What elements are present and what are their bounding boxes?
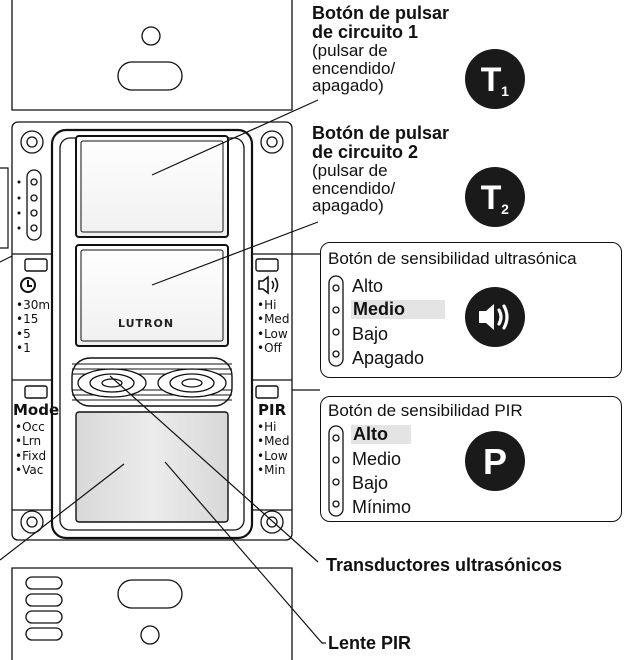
timeout-button — [24, 258, 48, 272]
circuit-1-button[interactable] — [75, 135, 229, 238]
wallplate-top-slot — [117, 61, 183, 91]
sound-option-med: •Med — [257, 312, 290, 327]
timeout-option-15: •15 — [16, 312, 39, 327]
mode-option-lrn: •Lrn — [15, 434, 42, 449]
timeout-option-5: •5 — [16, 326, 31, 341]
pir-option-med: •Med — [257, 434, 290, 449]
ultrasonic-led-bar — [328, 275, 344, 367]
pir-title: Botón de sensibilidad PIR — [328, 401, 523, 420]
wallplate-top — [11, 0, 293, 111]
sound-option-low: •Low — [257, 326, 288, 341]
mode-option-vac: •Vac — [15, 463, 44, 478]
callout-circuit-1-desc-2: encendido/ — [312, 58, 396, 78]
ultrasonic-level-alto: Alto — [352, 276, 384, 296]
pir-label: PIR — [258, 401, 287, 419]
leader-circuit-2 — [151, 221, 319, 286]
svg-text:P: P — [483, 441, 507, 482]
wallplate-bottom-slot — [117, 579, 183, 609]
ultrasonic-level-apagado: Apagado — [352, 348, 425, 368]
mode-option-occ: •Occ — [15, 420, 45, 434]
callout-circuit-1-desc-3: apagado) — [312, 76, 384, 96]
callout-circuit-2-title-2: de circuito 2 — [312, 141, 419, 162]
wallplate-top-screw-hole — [141, 26, 161, 46]
transducer-right — [157, 368, 227, 398]
leader-transducers — [109, 375, 319, 563]
pir-level-bajo: Bajo — [352, 473, 389, 493]
ultrasonic-sensitivity-button — [255, 258, 279, 272]
leader-circuit-1 — [151, 99, 319, 176]
pir-level-alto: Alto — [351, 425, 411, 444]
mode-button — [24, 385, 48, 399]
timeout-option-30m: •30m — [16, 298, 51, 312]
timeout-option-1: •1 — [16, 341, 31, 356]
led-bar-left — [26, 169, 42, 241]
sound-option-hi: •Hi — [257, 298, 277, 312]
circuit-2-button[interactable] — [75, 244, 229, 347]
pir-lens — [75, 411, 229, 523]
pir-option-hi: •Hi — [257, 420, 277, 434]
brand-label: LUTRON — [118, 317, 175, 330]
svg-text:T: T — [481, 61, 502, 99]
svg-text:1: 1 — [501, 83, 509, 99]
pir-option-min: •Min — [257, 463, 286, 478]
circuit-1-icon: T 1 — [465, 49, 525, 109]
ultrasonic-speaker-icon — [465, 287, 525, 347]
screw-top-left — [20, 130, 44, 154]
ultrasonic-transducers — [71, 357, 233, 407]
ultrasonic-title: Botón de sensibilidad ultrasónica — [328, 249, 577, 268]
clock-icon — [20, 277, 36, 293]
pir-level-minimo: Mínimo — [352, 497, 412, 517]
pir-icon: P — [465, 431, 525, 491]
callout-circuit-1-desc-1: (pulsar de — [312, 40, 388, 60]
mode-options: •Occ •Lrn •Fixd •Vac — [15, 420, 46, 478]
transducers-label: Transductores ultrasónicos — [326, 555, 563, 575]
callout-circuit-2-desc-3: apagado) — [312, 196, 384, 216]
speaker-icon — [258, 275, 279, 295]
pir-lens-label: Lente PIR — [328, 633, 412, 653]
svg-text:T: T — [481, 179, 502, 217]
svg-text:2: 2 — [501, 201, 509, 217]
sound-options: •Hi •Med •Low •Off — [257, 298, 289, 356]
callout-circuit-2: Botón de pulsar de circuito 2 (pulsar de… — [312, 124, 472, 215]
leader-lens — [164, 461, 326, 644]
pir-sensitivity-button — [255, 385, 279, 399]
callout-pir-sensitivity — [320, 396, 622, 522]
callout-circuit-1: Botón de pulsar de circuito 1 (pulsar de… — [312, 4, 472, 95]
ultrasonic-level-bajo: Bajo — [352, 324, 389, 344]
device-strap — [11, 121, 293, 541]
transducer-left — [77, 368, 147, 398]
pir-options: •Hi •Med •Low •Min — [257, 420, 289, 478]
timeout-options: •30m •15 •5 •1 — [16, 298, 50, 356]
screw-top-right — [260, 130, 284, 154]
control-face — [50, 128, 254, 540]
callout-circuit-2-desc-2: encendido/ — [312, 178, 396, 198]
wallplate-bottom-screw-hole — [140, 625, 160, 645]
mode-label: Mode — [13, 401, 60, 419]
callout-circuit-2-desc-1: (pulsar de — [312, 160, 388, 180]
circuit-2-icon: T 2 — [465, 167, 525, 227]
wallplate-bottom — [11, 567, 293, 660]
mode-option-fixd: •Fixd — [15, 448, 47, 463]
screw-bottom-left — [20, 510, 44, 534]
pir-option-low: •Low — [257, 448, 288, 463]
pir-led-bar — [328, 425, 344, 517]
callout-circuit-1-title-1: Botón de pulsar — [312, 3, 450, 23]
pir-level-medio: Medio — [352, 449, 402, 469]
ultrasonic-level-medio: Medio — [351, 300, 445, 319]
screw-bottom-right — [260, 510, 284, 534]
callout-circuit-1-title-2: de circuito 1 — [312, 21, 419, 42]
callout-circuit-2-title-1: Botón de pulsar — [312, 123, 450, 143]
sound-option-off: •Off — [257, 341, 282, 356]
vent-slots — [25, 576, 63, 641]
